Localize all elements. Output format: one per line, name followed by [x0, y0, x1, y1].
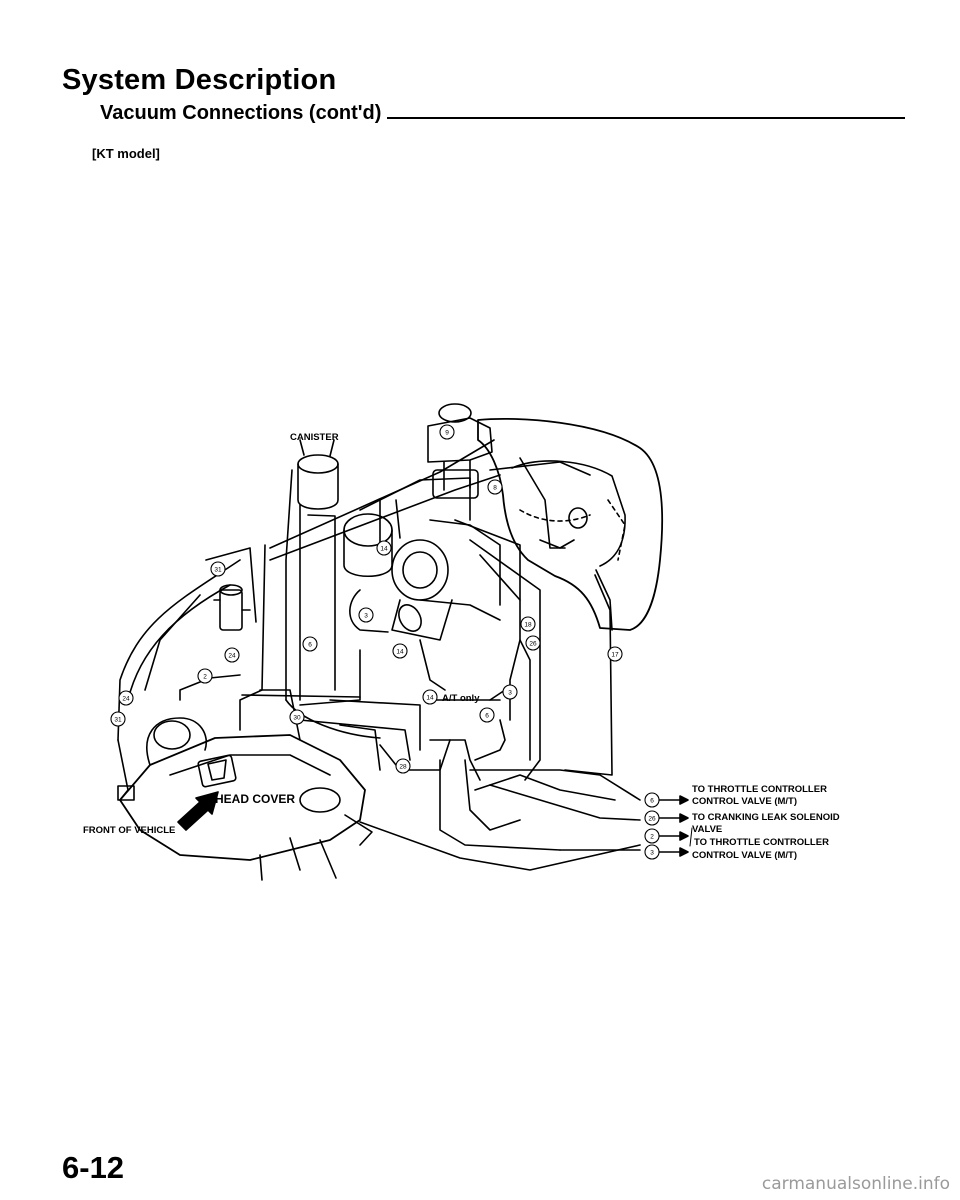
callout-14: 14	[422, 689, 438, 705]
canister-label: CANISTER	[290, 432, 339, 443]
svg-text:24: 24	[228, 653, 236, 660]
front-of-vehicle-arrow	[177, 791, 219, 831]
legend-26-line-1: TO CRANKING LEAK SOLENOID	[692, 812, 840, 823]
callout-14: 14	[376, 540, 392, 556]
svg-text:14: 14	[426, 695, 434, 702]
svg-text:28: 28	[399, 764, 407, 771]
page-title: System Description	[62, 64, 337, 96]
svg-text:17: 17	[611, 652, 619, 659]
svg-text:31: 31	[114, 717, 122, 724]
svg-text:6: 6	[485, 713, 489, 720]
legend-26-line-2: VALVE	[692, 824, 722, 835]
legend-callout-26: 26	[644, 810, 660, 826]
front-of-vehicle-label: FRONT OF VEHICLE	[83, 825, 175, 836]
legend-callout-2: 2	[644, 828, 660, 844]
left-valve	[205, 547, 257, 631]
callout-14: 14	[392, 643, 408, 659]
callout-2: 2	[197, 668, 213, 684]
legend-callout-3: 3	[644, 844, 660, 860]
svg-text:6: 6	[650, 798, 654, 805]
throttle-body	[343, 513, 453, 641]
svg-text:31: 31	[214, 567, 222, 574]
callout-3: 3	[502, 684, 518, 700]
callout-24: 24	[224, 647, 240, 663]
svg-text:30: 30	[293, 715, 301, 722]
callout-17: 17	[607, 646, 623, 662]
callout-28: 28	[395, 758, 411, 774]
callout-18: 18	[520, 616, 536, 632]
callout-6: 6	[479, 707, 495, 723]
callout-31: 31	[110, 711, 126, 727]
canister	[285, 439, 339, 701]
engine-head-cover	[117, 717, 373, 881]
diagram-labels: CANISTER HEAD COVER FRONT OF VEHICLE A/T…	[83, 432, 480, 836]
legend-callout-6: 6	[644, 792, 660, 808]
legend-6-line-1: TO THROTTLE CONTROLLER	[692, 784, 827, 795]
watermark: carmanualsonline.info	[761, 1174, 950, 1194]
legend-2-line-1: TO THROTTLE CONTROLLER	[694, 837, 829, 848]
callout-3: 3	[358, 607, 374, 623]
callout-markers: 9 8 31 24 2 24 31 6 30 14 3 14 14 18 26 …	[110, 424, 623, 774]
legend-6-line-2: CONTROL VALVE (M/T)	[692, 796, 797, 807]
page-number: 6-12	[62, 1150, 125, 1185]
svg-text:3: 3	[650, 850, 654, 857]
legend-markers: 6 26 2 3	[644, 792, 660, 860]
svg-text:8: 8	[493, 485, 497, 492]
section-header: Vacuum Connections (cont'd)	[100, 102, 905, 132]
svg-text:14: 14	[380, 546, 388, 553]
svg-text:18: 18	[524, 622, 532, 629]
svg-text:26: 26	[648, 816, 656, 823]
legend-connectors	[658, 795, 693, 857]
callout-8: 8	[487, 479, 503, 495]
svg-text:2: 2	[203, 674, 207, 681]
callout-6: 6	[302, 636, 318, 652]
top-valve-assembly	[427, 403, 493, 499]
vacuum-hoses	[117, 439, 641, 871]
svg-text:24: 24	[122, 696, 130, 703]
callout-9: 9	[439, 424, 455, 440]
section-rule	[370, 117, 905, 119]
svg-text:14: 14	[396, 649, 404, 656]
svg-text:6: 6	[308, 642, 312, 649]
svg-text:2: 2	[650, 834, 654, 841]
callout-31: 31	[210, 561, 226, 577]
callout-26: 26	[525, 635, 541, 651]
svg-text:26: 26	[529, 641, 537, 648]
head-cover-label: HEAD COVER	[215, 792, 295, 806]
section-subtitle: Vacuum Connections (cont'd)	[100, 102, 388, 125]
svg-text:3: 3	[364, 613, 368, 620]
svg-text:3: 3	[508, 690, 512, 697]
air-cleaner-housing	[477, 418, 664, 631]
model-label: [KT model]	[92, 146, 160, 161]
legend-text: TO THROTTLE CONTROLLER CONTROL VALVE (M/…	[692, 784, 840, 861]
svg-text:9: 9	[445, 430, 449, 437]
callout-30: 30	[289, 709, 305, 725]
at-only-label: A/T only	[442, 693, 480, 704]
legend-3-line-1: CONTROL VALVE (M/T)	[692, 850, 797, 861]
callout-24: 24	[118, 690, 134, 706]
